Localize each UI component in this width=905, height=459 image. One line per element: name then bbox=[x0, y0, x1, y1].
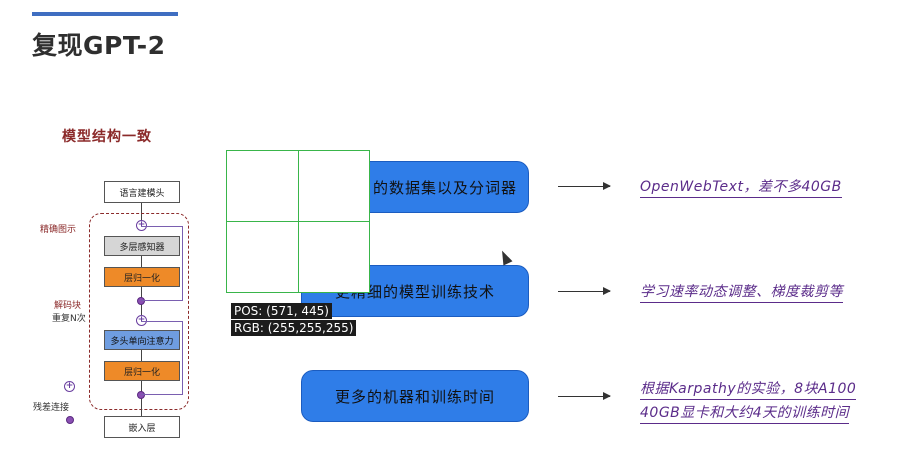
row1-label: 的数据集以及分词器 bbox=[372, 178, 517, 197]
gpt-architecture-diagram: 模型结构一致 语言建模头 + 多层感知器 层归一化 + 多头单向注意力 层归一化… bbox=[0, 0, 230, 459]
row2-arrow bbox=[558, 287, 611, 295]
residual-path-top bbox=[141, 226, 183, 301]
rgb-readout: RGB: (255,255,255) bbox=[231, 320, 357, 336]
row1-result: OpenWebText，差不多40GB bbox=[640, 176, 842, 198]
connector bbox=[141, 203, 142, 221]
pos-readout: POS: (571, 445) bbox=[231, 303, 332, 319]
residual-path-bottom bbox=[141, 321, 183, 395]
label-residual: 残差连接 bbox=[33, 403, 70, 413]
decoder-block-frame bbox=[89, 213, 189, 410]
title-accent-bar bbox=[32, 12, 178, 16]
row1-arrow bbox=[558, 182, 611, 190]
row3-result-line1: 根据Karpathy的实验，8块A100 bbox=[640, 378, 857, 400]
connector bbox=[141, 381, 142, 417]
mlp-box: 多层感知器 bbox=[104, 236, 180, 256]
add-icon: + bbox=[136, 220, 147, 231]
legend-dot bbox=[66, 416, 74, 424]
label-fine-diagram: 精确图示 bbox=[40, 225, 77, 235]
grid-line-horizontal bbox=[227, 221, 369, 222]
legend-add-icon: + bbox=[64, 381, 75, 392]
row2-label: 更精细的模型训练技术 bbox=[334, 282, 495, 301]
label-repeat-n: 重复N次 bbox=[52, 314, 86, 324]
connector bbox=[141, 256, 142, 268]
embedding-box: 嵌入层 bbox=[104, 416, 180, 438]
add-icon: + bbox=[136, 315, 147, 326]
layer-norm-top-box: 层归一化 bbox=[104, 267, 180, 287]
diagram-title: 模型结构一致 bbox=[62, 129, 152, 145]
row3-label: 更多的机器和训练时间 bbox=[334, 387, 495, 406]
row3-arrow bbox=[558, 392, 611, 400]
label-decoder-block: 解码块 bbox=[54, 301, 82, 311]
row2-result: 学习速率动态调整、梯度裁剪等 bbox=[640, 281, 843, 303]
connector bbox=[141, 350, 142, 362]
row3-pill: 更多的机器和训练时间 bbox=[301, 370, 529, 422]
mouse-cursor-icon bbox=[497, 248, 513, 266]
lm-head-box: 语言建模头 bbox=[104, 181, 180, 203]
node-dot bbox=[137, 297, 145, 305]
node-dot bbox=[137, 391, 145, 399]
slide-title: 复现GPT-2 bbox=[32, 31, 166, 60]
layer-norm-bottom-box: 层归一化 bbox=[104, 361, 180, 381]
magnifier-grid bbox=[226, 150, 370, 293]
row3-result-line2: 40GB显卡和大约4天的训练时间 bbox=[640, 402, 850, 424]
attention-box: 多头单向注意力 bbox=[104, 330, 180, 350]
